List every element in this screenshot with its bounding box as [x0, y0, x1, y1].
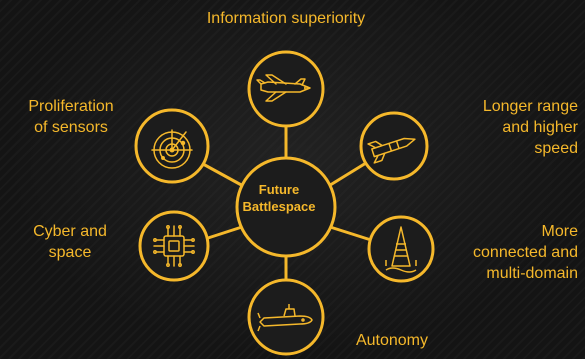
connector-lines	[202, 126, 372, 283]
submarine-icon	[257, 304, 313, 332]
center-label: Future Battlespace	[242, 182, 316, 214]
node-connected	[367, 215, 435, 283]
node-circle	[247, 50, 325, 128]
node-information	[247, 50, 325, 128]
microchip-icon	[153, 225, 195, 267]
warship-icon	[385, 226, 417, 273]
label-information: Information superiority	[206, 10, 366, 27]
connector-sensors	[202, 162, 246, 189]
label-autonomy: Autonomy	[355, 332, 429, 349]
center-circle	[235, 156, 337, 258]
node-circle	[367, 215, 435, 283]
connector-connected	[326, 224, 372, 242]
label-range: Longer range and higher speed	[482, 98, 578, 157]
label-sensors: Proliferation of sensors	[28, 98, 114, 136]
jet-aircraft-icon	[256, 74, 311, 102]
node-range	[359, 111, 429, 181]
connector-range	[326, 161, 367, 189]
node-autonomy	[247, 278, 325, 356]
label-connected: More connected and multi-domain	[473, 223, 578, 282]
node-cyber	[138, 210, 210, 282]
node-circle	[138, 210, 210, 282]
node-sensors	[134, 108, 210, 184]
radar-icon	[151, 129, 193, 169]
label-cyber: Cyber and space	[33, 223, 107, 261]
missile-icon	[367, 137, 416, 164]
connector-cyber	[207, 224, 246, 240]
